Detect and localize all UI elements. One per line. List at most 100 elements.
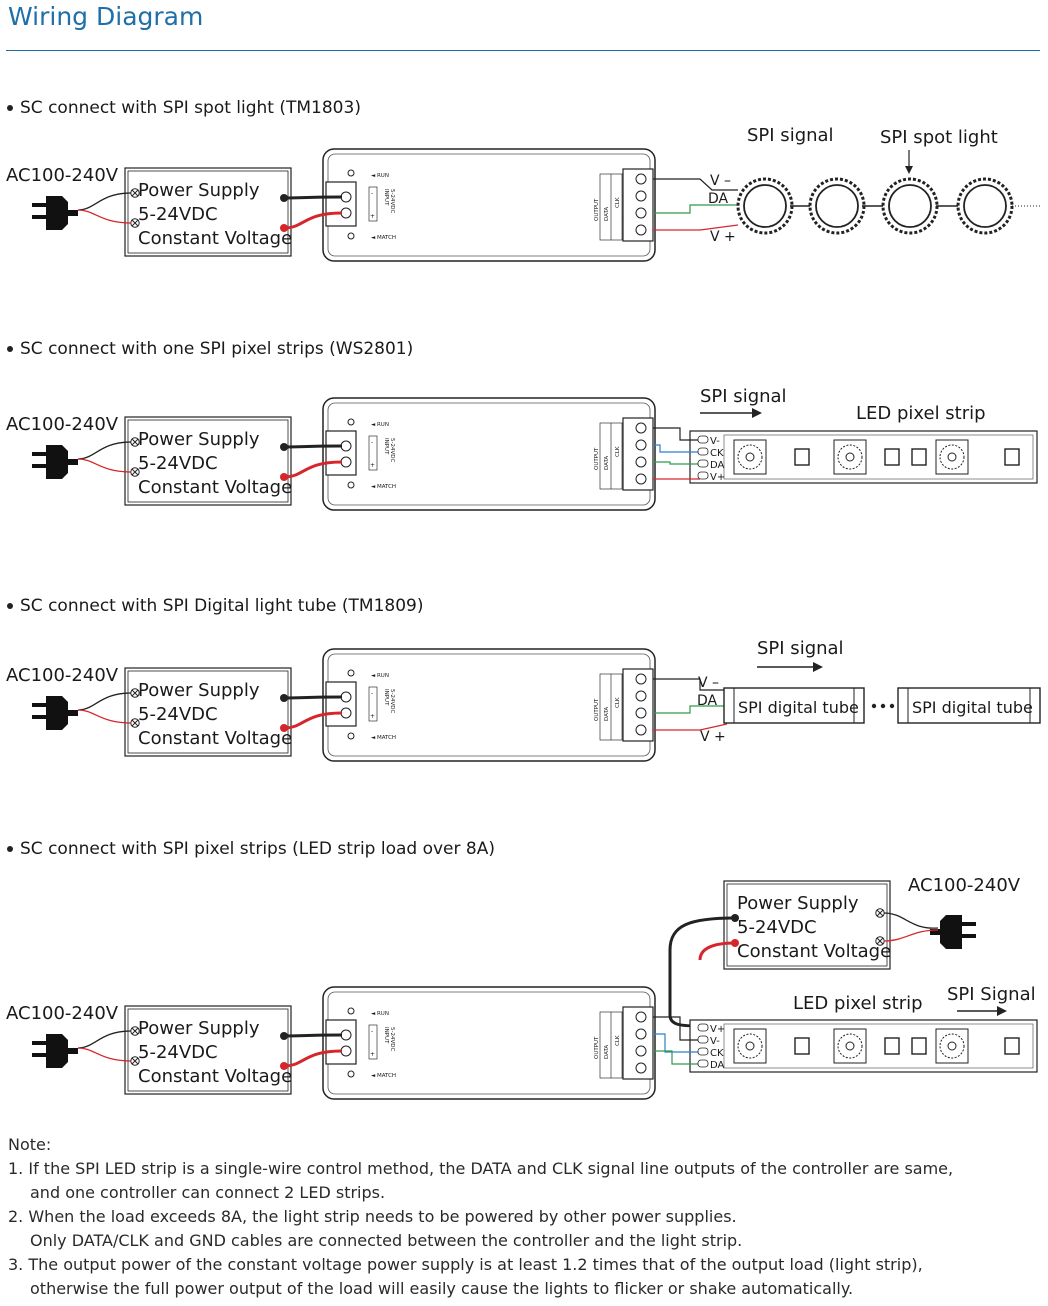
pad-icon bbox=[697, 1047, 709, 1056]
power-supply-voltage: 5-24VDC bbox=[138, 704, 218, 725]
input-polarity-box bbox=[368, 1024, 378, 1060]
output-screw-icon bbox=[635, 224, 647, 236]
chip-core bbox=[745, 452, 755, 462]
digital-tube: SPI digital tube bbox=[723, 687, 865, 724]
input-voltage-label: 5-24VDC bbox=[389, 438, 395, 462]
section-heading: SC connect with SPI pixel strips (LED st… bbox=[20, 839, 495, 859]
spot-light-icon bbox=[881, 177, 939, 235]
input-terminal bbox=[325, 181, 357, 227]
spot-lens bbox=[815, 184, 859, 228]
screw-terminal-icon bbox=[130, 218, 140, 228]
run-label: ◄ RUN bbox=[371, 673, 389, 679]
plug-body bbox=[46, 196, 68, 230]
ac-wire-black bbox=[77, 441, 132, 460]
plug-prong bbox=[32, 215, 46, 219]
input-screw-icon bbox=[340, 440, 352, 452]
output-screw-icon bbox=[635, 207, 647, 219]
spot-light-icon bbox=[808, 177, 866, 235]
ac-wire-black bbox=[77, 192, 132, 211]
run-led-icon bbox=[347, 1007, 355, 1015]
match-led-icon bbox=[347, 481, 355, 489]
pixel-strip-label: LED pixel strip bbox=[856, 403, 986, 424]
digital-tube-label: SPI digital tube bbox=[738, 698, 859, 717]
pixel-chip-icon bbox=[833, 1028, 867, 1064]
pad-icon bbox=[697, 1059, 709, 1068]
plug-prong bbox=[32, 715, 46, 719]
output-screw-icon bbox=[635, 1062, 647, 1074]
section-pixel-strip: SC connect with one SPI pixel strips (WS… bbox=[6, 339, 1038, 511]
screw-terminal-icon bbox=[875, 936, 885, 946]
bullet-icon bbox=[7, 105, 13, 111]
pad-icon bbox=[697, 435, 709, 444]
pad-icon bbox=[697, 459, 709, 468]
match-label: ◄ MATCH bbox=[371, 735, 396, 741]
resistor-icon bbox=[884, 1037, 900, 1055]
dc-wire-red bbox=[283, 1049, 343, 1068]
ellipsis-dot bbox=[880, 703, 886, 709]
ac-wire-black bbox=[883, 912, 939, 929]
wire-label: V- bbox=[710, 1036, 720, 1047]
input-polarity-box bbox=[368, 435, 378, 471]
output-screw-icon bbox=[635, 1045, 647, 1057]
pad-icon bbox=[697, 447, 709, 456]
arrow-right-icon bbox=[752, 408, 762, 418]
clk-label: CLK bbox=[615, 446, 621, 457]
run-label: ◄ RUN bbox=[371, 422, 389, 428]
ac-wire-red bbox=[77, 1047, 132, 1062]
input-terminal bbox=[325, 430, 357, 476]
output-label-group: OUTPUT bbox=[594, 698, 600, 721]
spi-signal-label: SPI signal bbox=[747, 125, 834, 146]
plug-cable bbox=[68, 1048, 78, 1054]
output-screw-icon bbox=[635, 1011, 647, 1023]
power-supply-box bbox=[124, 667, 292, 757]
output-screw-icon bbox=[635, 422, 647, 434]
ext-wire-black bbox=[668, 916, 736, 1028]
strip-trace bbox=[723, 434, 1034, 480]
input-screw-icon bbox=[340, 456, 352, 468]
input-screw-icon bbox=[340, 707, 352, 719]
screw-slot bbox=[131, 468, 139, 476]
wire-data bbox=[653, 705, 727, 714]
input-voltage-label: 5-24VDC bbox=[389, 689, 395, 713]
data-label: DATA bbox=[604, 1045, 610, 1059]
tube-body bbox=[897, 687, 1041, 724]
output-label-group: OUTPUT bbox=[594, 1036, 600, 1059]
power-supply-voltage: 5-24VDC bbox=[138, 453, 218, 474]
chip-core bbox=[947, 1041, 957, 1051]
dc-wire-black bbox=[283, 444, 343, 449]
plug-prong bbox=[32, 452, 46, 456]
pixel-chip-icon bbox=[733, 439, 767, 475]
plug-prong bbox=[962, 922, 976, 926]
wire-data bbox=[653, 1050, 700, 1065]
screw-slot bbox=[876, 937, 884, 945]
input-label: INPUT bbox=[383, 1027, 389, 1044]
match-led-icon bbox=[347, 732, 355, 740]
plug-prong bbox=[32, 464, 46, 468]
screw-terminal-icon bbox=[130, 1026, 140, 1036]
screw-slot bbox=[876, 909, 884, 917]
power-supply-voltage: 5-24VDC bbox=[138, 1042, 218, 1063]
pad-icon bbox=[697, 1035, 709, 1044]
spot-light-icon bbox=[736, 177, 794, 235]
output-screw-icon bbox=[635, 673, 647, 685]
wire-vminus bbox=[653, 427, 700, 441]
power-supply-inner bbox=[127, 1008, 289, 1092]
led-pixel-strip bbox=[689, 1019, 1038, 1073]
plug-prong bbox=[32, 203, 46, 207]
clk-label: CLK bbox=[615, 197, 621, 208]
power-supply-inner bbox=[726, 883, 888, 967]
screw-terminal-icon bbox=[875, 908, 885, 918]
led-pixel-strip bbox=[689, 430, 1038, 484]
input-screw-icon bbox=[340, 691, 352, 703]
input-label: INPUT bbox=[383, 189, 389, 206]
power-supply-box bbox=[723, 880, 891, 970]
power-supply-box bbox=[124, 1005, 292, 1095]
wire-data bbox=[653, 204, 742, 214]
pixel-chip-icon bbox=[733, 1028, 767, 1064]
resistor-icon bbox=[1004, 1037, 1020, 1055]
pad-icon bbox=[697, 1023, 709, 1032]
section-heading: SC connect with one SPI pixel strips (WS… bbox=[20, 339, 413, 359]
output-screw-icon bbox=[635, 724, 647, 736]
screw-terminal-icon bbox=[130, 188, 140, 198]
